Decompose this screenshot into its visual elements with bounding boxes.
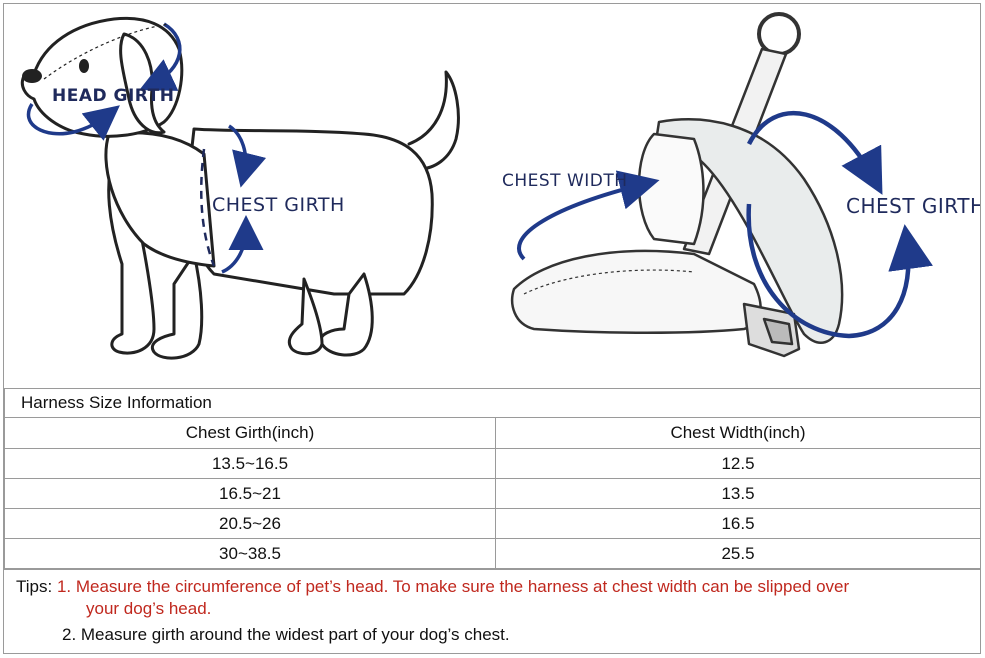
head-girth-arrow bbox=[26, 22, 182, 141]
table-row: 13.5~16.5 12.5 bbox=[4, 448, 981, 479]
tips-prefix: Tips: bbox=[16, 577, 53, 596]
chest-width-cell: 12.5 bbox=[495, 448, 981, 479]
chest-width-cell: 13.5 bbox=[495, 478, 981, 509]
tip-1-line-2: your dog’s head. bbox=[86, 599, 212, 618]
measurement-illustration: HEAD GIRTH CHEST GIRTH CHEST WIDTH CHEST… bbox=[4, 4, 980, 387]
harness-chest-girth-label: CHEST GIRTH bbox=[846, 194, 980, 218]
illustration-svg: HEAD GIRTH CHEST GIRTH CHEST WIDTH CHEST… bbox=[20, 12, 980, 360]
column-header-chest-width: Chest Width(inch) bbox=[495, 417, 981, 449]
table-row: 16.5~21 13.5 bbox=[4, 478, 981, 509]
page-frame bbox=[3, 3, 981, 654]
head-girth-label: HEAD GIRTH bbox=[52, 86, 174, 106]
size-table: Harness Size Information Chest Girth(inc… bbox=[4, 388, 981, 569]
harness-illustration bbox=[510, 12, 844, 358]
chest-width-cell: 16.5 bbox=[495, 508, 981, 539]
tip-1: Tips: 1. Measure the circumference of pe… bbox=[16, 576, 849, 598]
harness-chest-girth-arrow bbox=[746, 110, 933, 339]
chest-width-label: CHEST WIDTH bbox=[502, 171, 628, 191]
tip-2: 2. Measure girth around the widest part … bbox=[62, 625, 510, 644]
dog-illustration bbox=[20, 16, 460, 360]
dog-chest-girth-label: CHEST GIRTH bbox=[212, 194, 345, 216]
chest-girth-cell: 20.5~26 bbox=[4, 508, 496, 539]
table-row: 20.5~26 16.5 bbox=[4, 508, 981, 539]
column-header-chest-girth: Chest Girth(inch) bbox=[4, 417, 496, 449]
chest-girth-cell: 30~38.5 bbox=[4, 538, 496, 569]
nose-icon bbox=[22, 69, 42, 83]
chest-width-cell: 25.5 bbox=[495, 538, 981, 569]
chest-girth-cell: 16.5~21 bbox=[4, 478, 496, 509]
eye-icon bbox=[79, 59, 89, 73]
tip-1-line-1: 1. Measure the circumference of pet’s he… bbox=[56, 577, 850, 596]
table-row: 30~38.5 25.5 bbox=[4, 538, 981, 569]
table-caption: Harness Size Information bbox=[4, 388, 981, 418]
chest-girth-cell: 13.5~16.5 bbox=[4, 448, 496, 479]
chest-width-arrow bbox=[517, 170, 660, 261]
dog-chest-girth-arrow bbox=[200, 124, 267, 274]
tips-section: Tips: 1. Measure the circumference of pe… bbox=[4, 569, 981, 654]
